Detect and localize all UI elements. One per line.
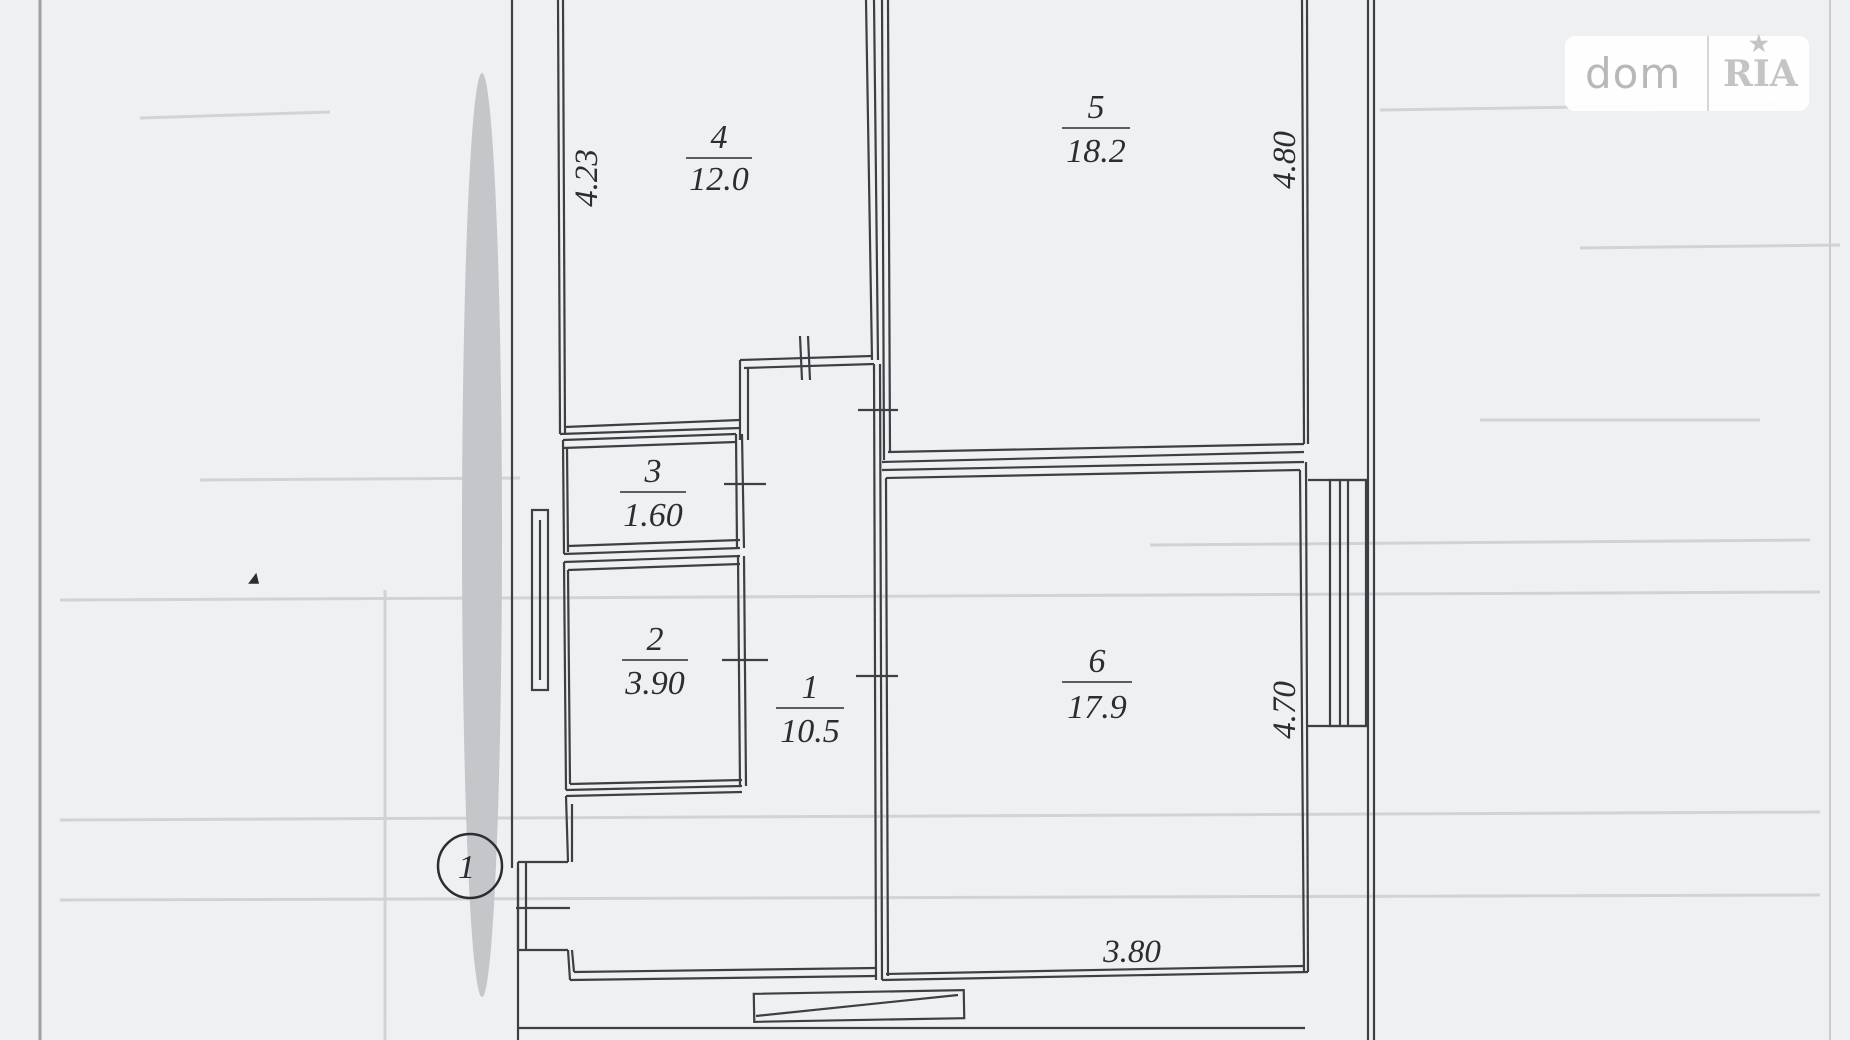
door-marks [516,335,898,910]
room-label-6: 6 17.9 [1062,643,1132,726]
dimension-room5-height: 4.80 [1267,131,1303,189]
glare-artifact [462,73,502,997]
entrance-marker-label: 1 [458,849,475,886]
room-labels: 4 12.0 5 18.2 3 1.60 2 3.90 1 10.5 6 17.… [620,89,1132,750]
room-area: 12.0 [689,161,749,198]
room-label-2: 2 3.90 [622,621,688,702]
room-number: 3 [644,453,662,490]
room-area: 1.60 [623,497,683,534]
stray-mark: ▴ [248,564,260,589]
room-area: 10.5 [780,713,840,750]
watermark-ria-logo: ★ RIA [1709,31,1798,95]
room-number: 1 [802,669,819,706]
room-number: 6 [1089,643,1106,680]
room-number: 2 [647,621,664,658]
room-label-3: 3 1.60 [620,453,686,534]
walls [510,0,1376,1040]
room-label-5: 5 18.2 [1062,89,1130,170]
room-label-1: 1 10.5 [776,669,844,750]
room-area: 17.9 [1067,689,1127,726]
watermark-mark: RIA [1723,52,1798,95]
dimension-room6-width: 3.80 [1102,934,1161,970]
dimensions: 4.23 4.80 4.70 3.80 [569,131,1303,970]
dimension-room6-height: 4.70 [1267,681,1303,739]
room-label-4: 4 12.0 [686,119,752,198]
room-area: 18.2 [1066,133,1126,170]
room-number: 4 [711,119,728,156]
dimension-room4-height: 4.23 [569,149,605,207]
room-number: 5 [1088,89,1105,126]
star-icon: ★ [1749,30,1769,57]
watermark-divider [1707,36,1709,111]
watermark-brand: dom [1585,49,1682,98]
room-area: 3.90 [624,665,685,702]
watermark: dom ★ RIA [1565,31,1809,111]
entrance-marker: 1 [436,832,504,900]
